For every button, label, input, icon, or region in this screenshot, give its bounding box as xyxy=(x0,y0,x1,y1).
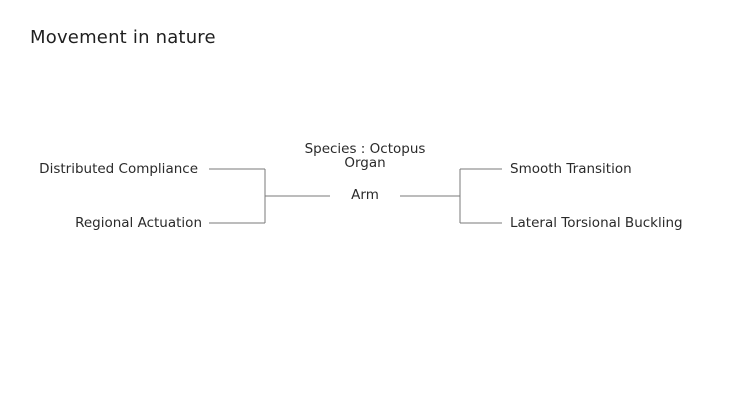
left-item-distributed-compliance: Distributed Compliance xyxy=(39,161,198,177)
slide-title: Movement in nature xyxy=(30,27,216,48)
organ-value: Arm xyxy=(351,187,379,203)
species-label: Species : Octopus xyxy=(304,141,426,157)
right-item-smooth-transition: Smooth Transition xyxy=(510,161,632,177)
organ-label: Organ xyxy=(344,155,386,171)
left-item-regional-actuation: Regional Actuation xyxy=(75,215,202,231)
right-item-lateral-torsional-buckling: Lateral Torsional Buckling xyxy=(510,215,683,231)
